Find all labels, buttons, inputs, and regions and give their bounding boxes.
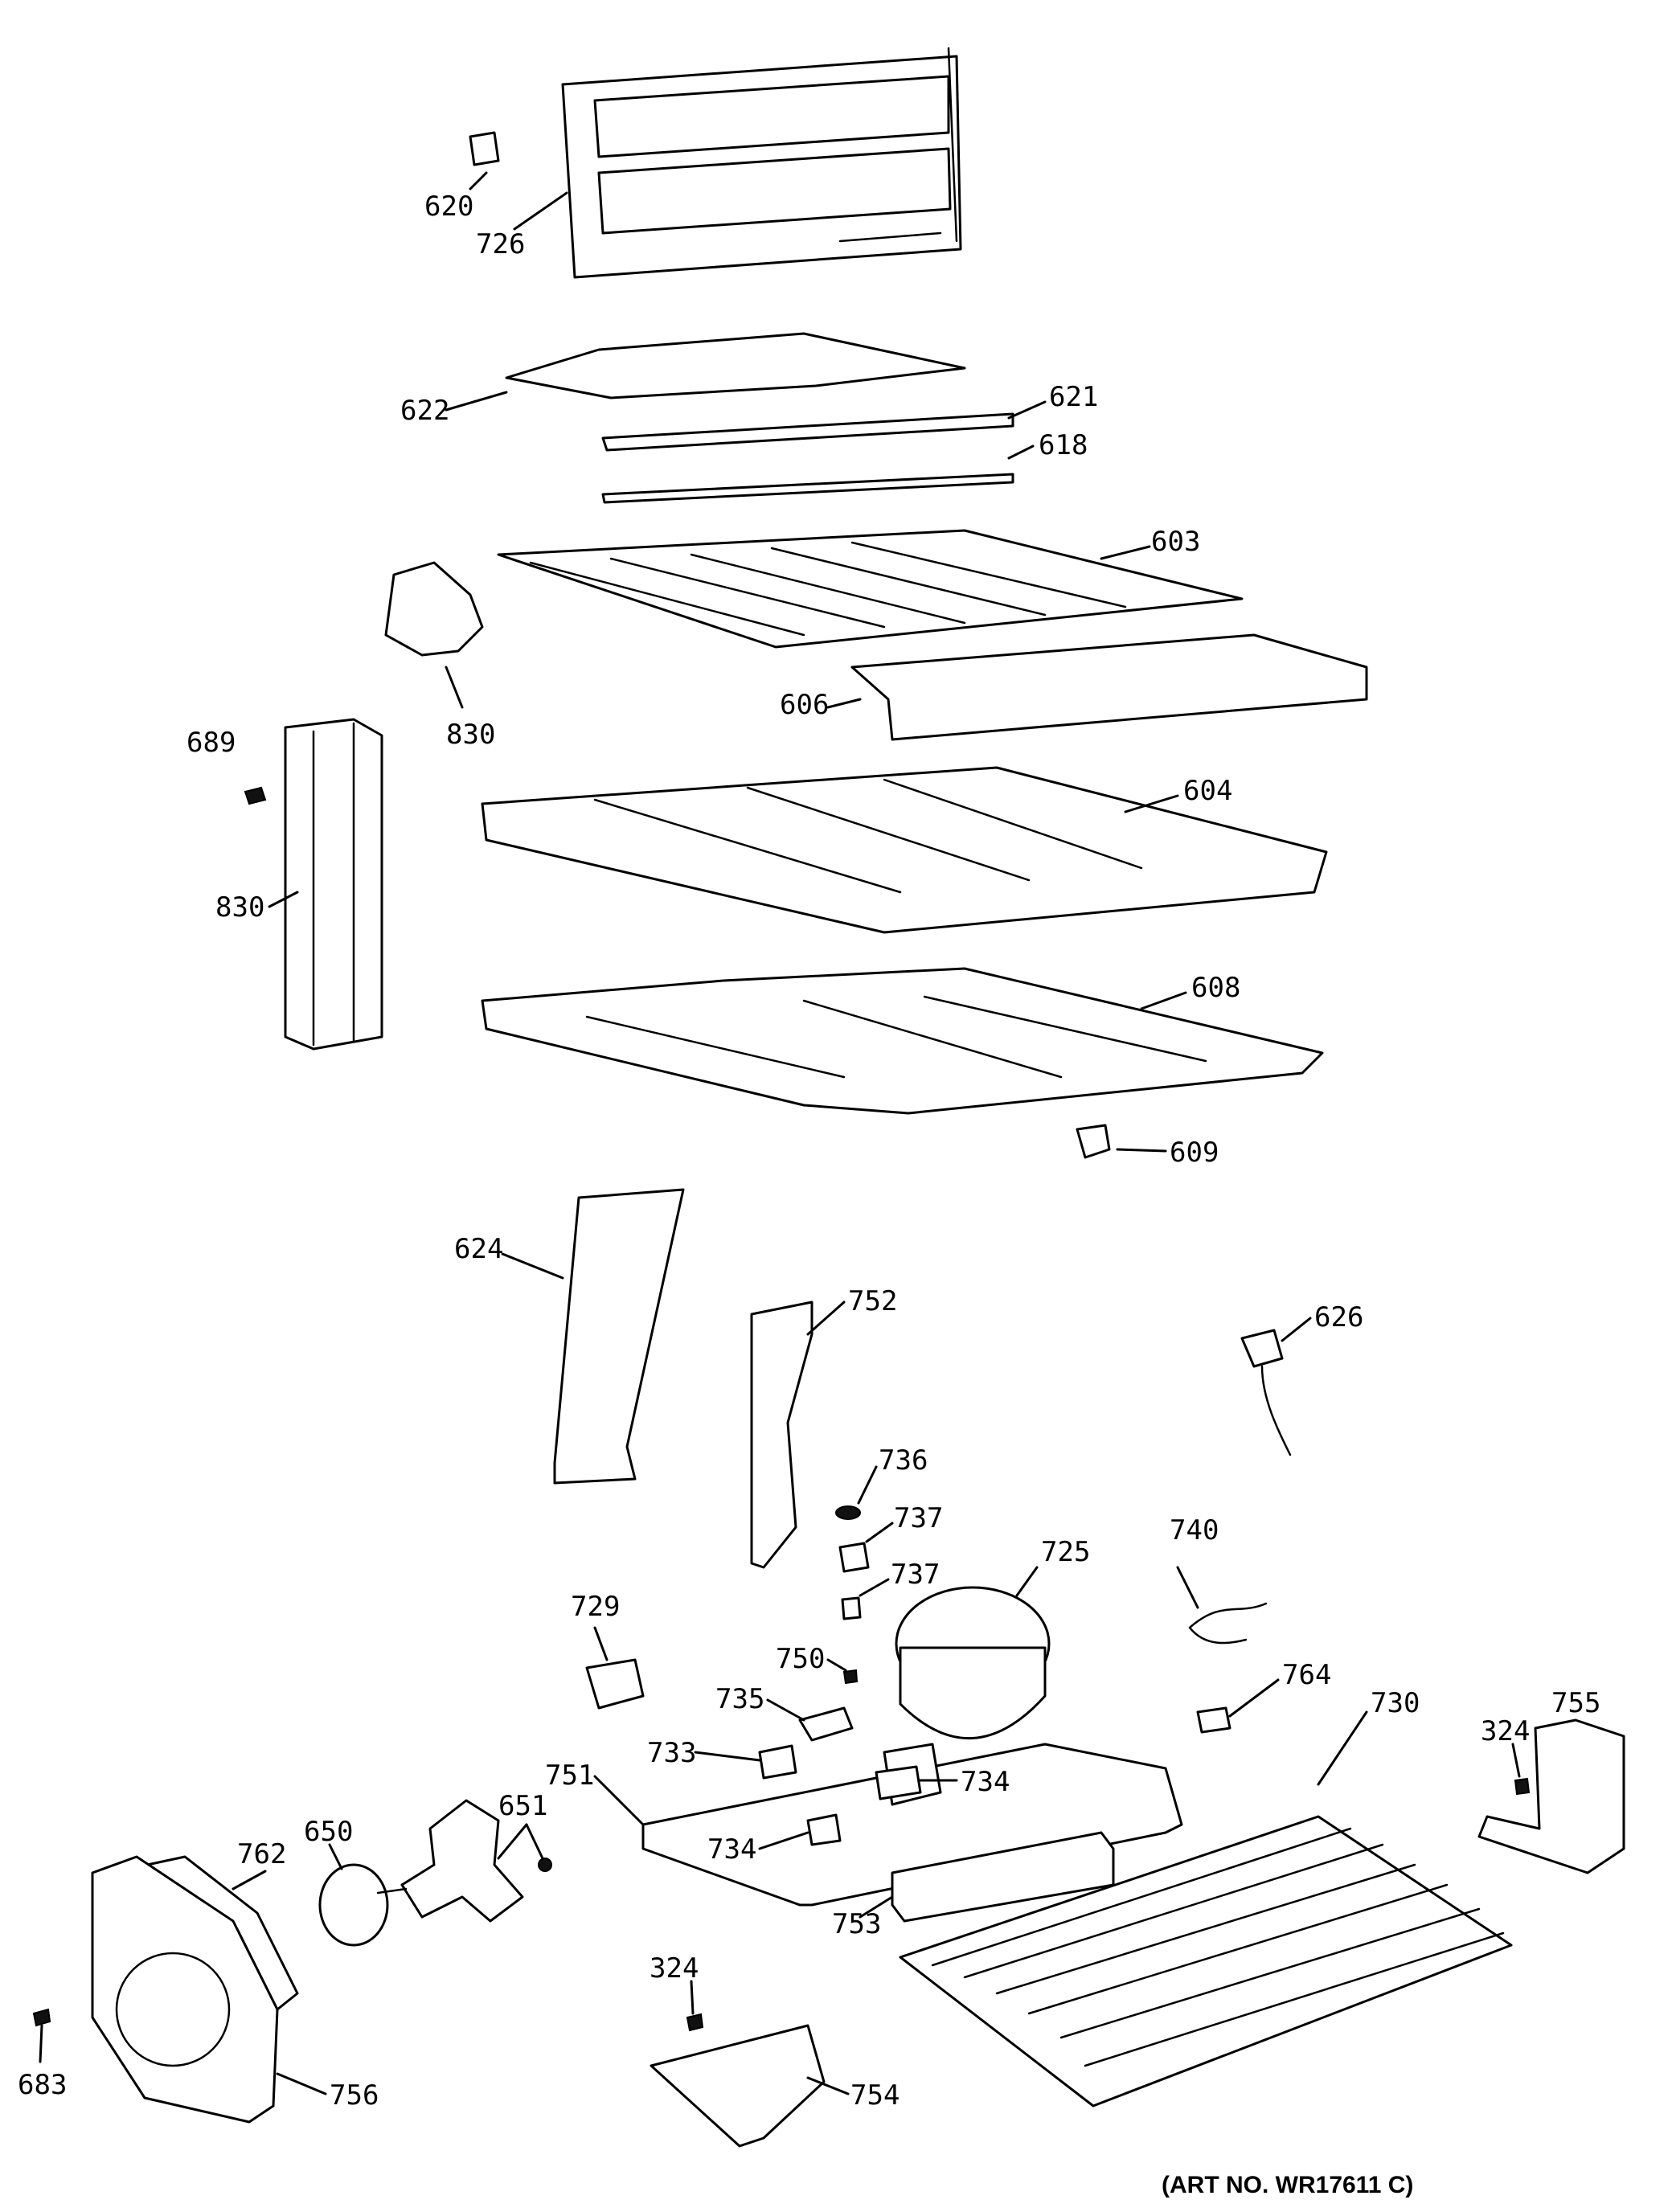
screw-324-upper: [1514, 1777, 1531, 1796]
bracket-755: [1477, 1718, 1625, 1874]
callout-753: 753: [832, 1908, 881, 1940]
callout-736: 736: [879, 1444, 928, 1477]
part-737-upper: [838, 1542, 870, 1573]
callout-651: 651: [498, 1790, 547, 1822]
callout-735: 735: [715, 1683, 764, 1715]
shelf-603: [497, 529, 1244, 649]
callout-618: 618: [1039, 429, 1088, 461]
crisper-cover-606: [850, 633, 1368, 741]
callout-729: 729: [571, 1591, 620, 1623]
part-735: [798, 1706, 854, 1742]
rail-621: [601, 412, 1014, 452]
callout-737-upper: 737: [894, 1502, 943, 1534]
callout-750: 750: [776, 1643, 825, 1675]
fan-blade-651: [400, 1799, 552, 1923]
callout-740: 740: [1170, 1514, 1219, 1546]
callout-626: 626: [1314, 1301, 1363, 1333]
callout-labels: 620 726 622 621 618 603 830 606 689 830 …: [18, 190, 1600, 2112]
clip-620: [469, 131, 500, 166]
screw-324-lower: [686, 2013, 704, 2032]
connector-733: [758, 1744, 797, 1780]
part-737-lower: [841, 1596, 862, 1620]
leader-lines: [39, 171, 1521, 2095]
callout-830-channel: 830: [215, 891, 264, 924]
relay-729: [585, 1658, 645, 1710]
screw-750: [842, 1669, 859, 1685]
callout-622: 622: [400, 395, 449, 427]
callout-756: 756: [330, 2079, 379, 2112]
callout-830-socket: 830: [446, 719, 495, 751]
callout-730: 730: [1371, 1687, 1420, 1719]
connector-734-upper: [875, 1765, 922, 1800]
screw-689: [244, 786, 267, 805]
clip-609: [1076, 1124, 1111, 1159]
callout-754: 754: [850, 2079, 900, 2112]
callout-755: 755: [1551, 1687, 1600, 1719]
condenser-730: [899, 1815, 1513, 2108]
callout-609: 609: [1170, 1137, 1219, 1169]
callout-324-lower: 324: [650, 1952, 699, 1985]
rod-618: [601, 473, 1014, 504]
light-socket-830: [384, 561, 484, 657]
cord-626: [1240, 1329, 1292, 1456]
art-number: (ART NO. WR17611 C): [1162, 2172, 1413, 2198]
callout-752: 752: [848, 1285, 897, 1317]
callout-604: 604: [1183, 775, 1232, 807]
fan-shroud-756: [91, 1855, 279, 2124]
clip-764: [1196, 1706, 1231, 1734]
duct-624: [553, 1188, 685, 1485]
callout-624: 624: [454, 1233, 503, 1265]
shelf-frame-604: [481, 766, 1328, 934]
part-736: [835, 1505, 861, 1520]
callout-689: 689: [186, 727, 236, 759]
connector-734-lower: [806, 1813, 842, 1846]
callout-734-lower: 734: [707, 1833, 756, 1866]
callout-762: 762: [237, 1838, 286, 1870]
callout-764: 764: [1282, 1659, 1331, 1691]
callout-737-lower: 737: [891, 1559, 940, 1591]
callout-608: 608: [1191, 972, 1240, 1004]
pan-608: [481, 967, 1324, 1115]
bracket-754: [650, 2024, 826, 2148]
callout-650: 650: [304, 1816, 353, 1848]
callout-620: 620: [424, 190, 473, 223]
callout-603: 603: [1151, 526, 1200, 558]
callout-751: 751: [545, 1759, 594, 1792]
callout-733: 733: [647, 1737, 696, 1769]
bracket-752: [750, 1301, 813, 1569]
callout-324-upper: 324: [1481, 1715, 1530, 1747]
callout-734-upper: 734: [961, 1766, 1010, 1798]
callout-725: 725: [1041, 1536, 1090, 1568]
callout-726: 726: [476, 228, 525, 260]
evaporator-coil-726: [561, 47, 962, 279]
cover-622: [505, 332, 966, 399]
clip-740: [1188, 1602, 1268, 1645]
callout-606: 606: [780, 689, 829, 721]
compressor-725: [895, 1586, 1051, 1739]
screw-683: [32, 2008, 51, 2027]
fan-motor-650: [318, 1863, 408, 1947]
channel-830: [284, 718, 383, 1051]
callout-621: 621: [1049, 381, 1098, 413]
callout-683: 683: [18, 2069, 67, 2101]
